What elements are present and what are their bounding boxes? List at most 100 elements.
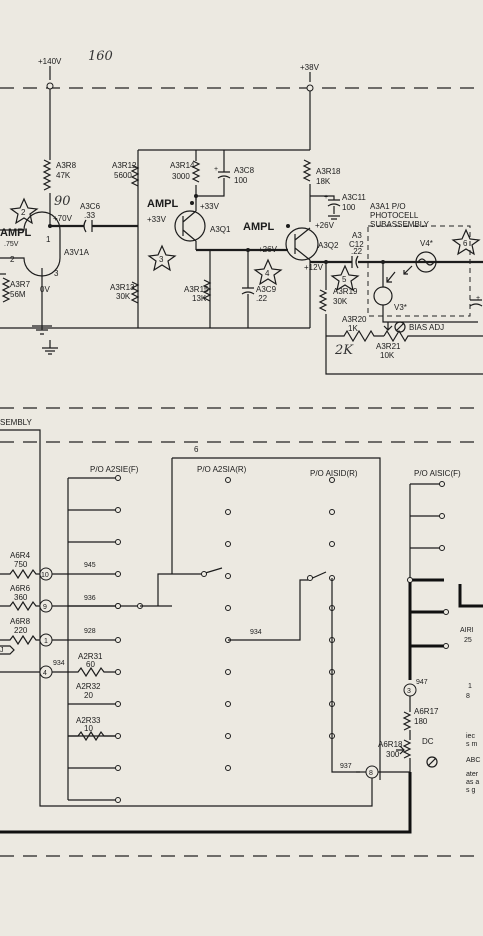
stage3-dot bbox=[286, 224, 290, 228]
a3c6-value: .33 bbox=[84, 211, 96, 220]
edge-text-sg: s g bbox=[466, 787, 475, 794]
a3c6-ref: A3C6 bbox=[80, 202, 101, 211]
a2r33-ref: A2R33 bbox=[76, 716, 101, 725]
a6r4-ref: A6R4 bbox=[10, 551, 31, 560]
capacitor-a3c11 bbox=[310, 195, 341, 214]
tube-grid-voltage: .75V bbox=[4, 241, 19, 248]
wire-936-label: 936 bbox=[84, 595, 96, 602]
aisic-node-2 bbox=[443, 609, 449, 615]
a2r31-ref: A2R31 bbox=[78, 652, 103, 661]
a6r18-wiper bbox=[396, 745, 405, 755]
terminal-1: 1 bbox=[39, 633, 68, 647]
light-arrow-2 bbox=[386, 271, 396, 283]
wire-r19 bbox=[325, 262, 483, 375]
switch-a2sia-contacts bbox=[225, 477, 231, 771]
resistor-a3r8 bbox=[42, 159, 52, 191]
switch-a2sie-contacts bbox=[68, 475, 121, 803]
wire-airi bbox=[458, 584, 483, 608]
a3r7-ref: A3R7 bbox=[10, 280, 31, 289]
switch-aisic-label: P/O AISIC(F) bbox=[414, 469, 461, 478]
aisic-node-3 bbox=[443, 643, 449, 649]
edge-text-ater: ater bbox=[466, 771, 479, 778]
stage3-label: AMPL bbox=[243, 221, 274, 233]
a2r33-value: 10 bbox=[84, 724, 93, 733]
resistor-a3r14 bbox=[191, 160, 201, 183]
svg-text:4: 4 bbox=[43, 670, 47, 677]
terminal-4: 4 bbox=[0, 665, 68, 679]
edge-text-8: 8 bbox=[466, 693, 470, 700]
dc-adjust-slot bbox=[427, 757, 437, 767]
edge-text-1: 1 bbox=[468, 683, 472, 690]
a3c8-plus: + bbox=[214, 166, 218, 173]
lamp-v4 bbox=[415, 251, 437, 273]
switch-aisid-pivot bbox=[307, 575, 313, 581]
tube-ref: A3V1A bbox=[64, 248, 90, 257]
tube-pin-plate: 1 bbox=[46, 235, 51, 244]
a2r31-terminal bbox=[115, 669, 121, 675]
a3r14-ref: A3R14 bbox=[170, 161, 195, 170]
tube-cathode-voltage: 0V bbox=[40, 285, 50, 294]
a3r15-value: 13K bbox=[192, 294, 207, 303]
light-arrow-1 bbox=[403, 265, 413, 275]
capacitor-edge bbox=[469, 299, 483, 307]
switch-a2sia-wiper bbox=[172, 567, 223, 575]
a3r18-ref: A3R18 bbox=[316, 167, 341, 176]
wire-heavy-return bbox=[0, 772, 412, 834]
a3r15-ref: A3R15 bbox=[184, 285, 209, 294]
wire-bus-6 bbox=[172, 457, 381, 780]
a3r8-ref: A3R8 bbox=[56, 161, 77, 170]
svg-text:8: 8 bbox=[369, 770, 373, 777]
marker-star-6 bbox=[451, 228, 481, 256]
transistor-q2-symbol bbox=[294, 227, 311, 261]
switch-aisic-heavy-wiring bbox=[408, 578, 444, 680]
marker-3-number: 3 bbox=[159, 255, 164, 264]
q1-base-voltage: +33V bbox=[147, 215, 167, 224]
tube-pin-grid: 2 bbox=[10, 255, 15, 264]
a6r8-value: 220 bbox=[14, 626, 28, 635]
resistor-a3r18 bbox=[302, 159, 312, 182]
marker-star-3 bbox=[147, 244, 177, 272]
wire-v3 bbox=[382, 262, 478, 323]
a3c9-value: .22 bbox=[256, 294, 268, 303]
handwritten-note-160: 160 bbox=[88, 49, 113, 64]
edge-text-iec: iec bbox=[466, 733, 475, 740]
resistor-a3r12 bbox=[130, 164, 140, 187]
resistor-a3r20 bbox=[326, 329, 384, 343]
handwritten-note-90: 90 bbox=[54, 194, 71, 209]
bias-adj-slot bbox=[395, 322, 405, 332]
resistor-a3r21 bbox=[383, 329, 483, 343]
switch-a2sie-label: P/O A2SIE(F) bbox=[90, 465, 139, 474]
ground-symbol-1 bbox=[32, 325, 52, 335]
marker-4-number: 4 bbox=[265, 269, 270, 278]
resistor-a3r7 bbox=[1, 277, 11, 303]
a3c9-ref: A3C9 bbox=[256, 285, 277, 294]
a6r8-ref: A6R8 bbox=[10, 617, 31, 626]
q2-emitter-voltage: +12V bbox=[304, 263, 324, 272]
edge-text-abc: ABC bbox=[466, 757, 480, 764]
wire-937 bbox=[331, 578, 360, 773]
stage2-label: AMPL bbox=[147, 198, 178, 210]
wire-terminal-8 bbox=[283, 778, 373, 807]
assembly-label: SEMBLY bbox=[0, 418, 33, 427]
a3r14-value: 3000 bbox=[172, 172, 190, 181]
resistor-a3r19 bbox=[318, 289, 328, 312]
a3r18-value: 18K bbox=[316, 177, 331, 186]
wire-r18-out bbox=[378, 758, 411, 773]
a6r6-value: 360 bbox=[14, 593, 28, 602]
supply-38v-terminal bbox=[306, 84, 314, 92]
transistor-q2-body bbox=[285, 227, 319, 261]
a6r6-ref: A6R6 bbox=[10, 584, 31, 593]
marker-star-2 bbox=[9, 197, 39, 225]
terminal-9: 9 bbox=[39, 599, 143, 613]
resistor-a2r33 bbox=[68, 730, 116, 742]
a3r19-value: 30K bbox=[333, 297, 348, 306]
dc-label: DC bbox=[422, 737, 434, 746]
dc-adjust-knob bbox=[426, 756, 438, 768]
a3r19-ref: A3R19 bbox=[333, 287, 358, 296]
a3c12-ref2: C12 bbox=[349, 240, 364, 249]
supply-38v-label: +38V bbox=[300, 63, 320, 72]
a3r21-value: 10K bbox=[380, 351, 395, 360]
airi-value: 25 bbox=[464, 637, 472, 644]
airi-label: AIRI bbox=[460, 627, 474, 634]
